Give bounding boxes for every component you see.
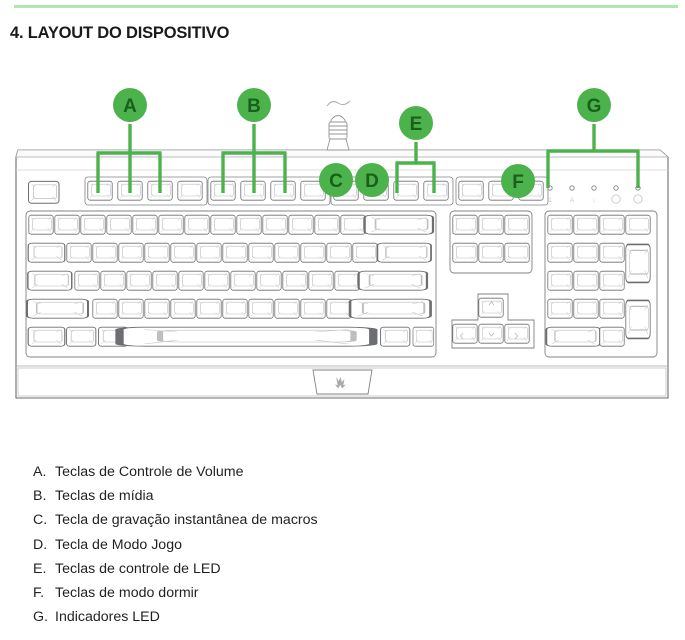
gaming-mode-icon — [611, 194, 621, 204]
svg-text:D: D — [365, 171, 379, 192]
legend-key: D. — [33, 536, 48, 553]
legend-text: Teclas de modo dormir — [55, 585, 199, 602]
navigation-cluster — [449, 210, 533, 274]
shift-row — [26, 297, 432, 320]
legend-key: B. — [33, 488, 47, 505]
usb-cable — [326, 100, 351, 151]
list-item: D. Tecla de Modo Jogo — [33, 533, 503, 557]
list-item: E. Teclas de controle de LED — [33, 557, 503, 581]
callout-marker-f: F — [501, 164, 535, 198]
legend-text: Tecla de gravação instantânea de macros — [55, 512, 318, 529]
tab-row — [27, 242, 432, 264]
legend-key: E. — [33, 560, 47, 577]
legend-key: C. — [33, 512, 48, 529]
keyboard-illustration: 1 A ↓ — [15, 88, 669, 399]
svg-text:F: F — [512, 172, 524, 193]
svg-text:C: C — [329, 171, 343, 192]
modifier-row — [27, 327, 435, 346]
legend-text: Tecla de Modo Jogo — [55, 536, 182, 553]
legend-key: G. — [33, 609, 48, 626]
callout-marker-b: B — [237, 88, 271, 122]
list-item: G. Indicadores LED — [33, 605, 503, 629]
main-typing-block — [25, 210, 437, 358]
header-divider-rule — [14, 5, 678, 8]
device-layout-diagram: 1 A ↓ — [0, 78, 685, 430]
callout-bracket-b — [221, 124, 287, 193]
list-item: C. Tecla de gravação instantânea de macr… — [33, 508, 503, 532]
razer-logo — [312, 369, 373, 395]
legend-key: F. — [33, 585, 45, 602]
svg-text:B: B — [247, 96, 261, 117]
legend-text: Teclas de mídia — [55, 488, 154, 505]
list-item: A. Teclas de Controle de Volume — [33, 460, 503, 484]
callout-bracket-e — [395, 142, 436, 193]
numeric-keypad — [544, 210, 658, 358]
svg-text:A: A — [123, 96, 137, 117]
svg-text:G: G — [587, 96, 602, 117]
macro-record-icon — [633, 194, 643, 204]
home-row — [27, 270, 429, 292]
callout-brackets — [96, 124, 640, 193]
page-title: 4. LAYOUT DO DISPOSITIVO — [10, 24, 230, 43]
legend-text: Teclas de controle de LED — [55, 560, 221, 577]
legend-list: A. Teclas de Controle de Volume B. Tecla… — [33, 460, 503, 629]
num-lock-icon: 1 — [548, 197, 552, 204]
number-row — [28, 214, 435, 236]
legend-key: A. — [33, 464, 47, 480]
list-item: B. Teclas de mídia — [33, 484, 503, 508]
callout-bracket-g — [546, 124, 640, 188]
caps-lock-icon: A — [570, 197, 575, 204]
callout-marker-e: E — [399, 106, 433, 140]
callout-marker-g: G — [577, 88, 611, 122]
list-item: F. Teclas de modo dormir — [33, 581, 503, 605]
scroll-lock-icon: ↓ — [592, 197, 595, 204]
callout-bracket-a — [96, 124, 162, 193]
legend-text: Indicadores LED — [55, 609, 160, 626]
callout-marker-c: C — [319, 163, 353, 197]
callout-marker-a: A — [113, 88, 147, 122]
callout-markers: A B C D E F G — [113, 88, 611, 198]
svg-text:E: E — [410, 114, 423, 135]
callout-marker-d: D — [355, 163, 389, 197]
arrow-key-cluster — [451, 293, 535, 349]
legend-text: Teclas de Controle de Volume — [55, 464, 244, 480]
